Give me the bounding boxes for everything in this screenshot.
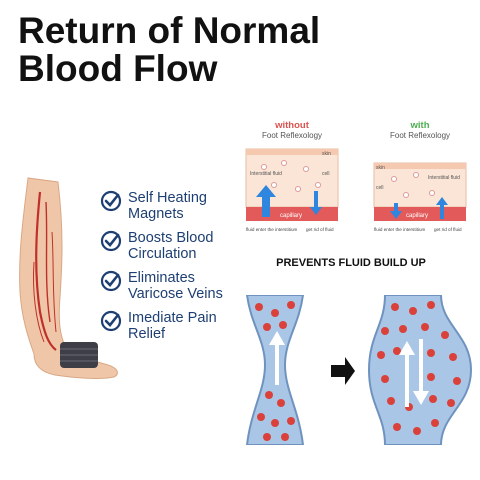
- benefit-line-2: Varicose Veins: [128, 286, 223, 302]
- benefit-line-2: Magnets: [128, 206, 184, 222]
- benefit-line-1: Boosts Blood: [128, 230, 214, 246]
- without-skin-label: skin: [322, 151, 331, 157]
- title-line-2: Blood Flow: [18, 48, 218, 89]
- without-tissue-diagram: skin Interstitial fluid cell capillary f…: [245, 148, 339, 232]
- with-reflexology-panel: with Foot Reflexology skin Interstitial …: [372, 120, 468, 245]
- prevents-heading: PREVENTS FLUID BUILD UP: [276, 257, 426, 269]
- with-tissue-diagram: skin Interstitial fluid cell capillary f…: [373, 162, 467, 232]
- without-reflexology-panel: without Foot Reflexology skin Interstiti…: [244, 120, 340, 245]
- without-subheading: Foot Reflexology: [261, 131, 323, 140]
- without-caption-right: get rid of fluid: [306, 227, 334, 232]
- benefit-line-2: Circulation: [128, 246, 197, 262]
- without-capillary-label: capillary: [280, 213, 302, 219]
- benefit-line-1: Imediate Pain: [128, 310, 217, 326]
- check-circle-icon: [100, 270, 122, 292]
- with-heading: with: [410, 120, 430, 131]
- with-cell-label: cell: [376, 185, 384, 191]
- with-capillary-label: capillary: [406, 213, 428, 219]
- without-heading: without: [275, 120, 309, 131]
- with-subheading: Foot Reflexology: [389, 131, 451, 140]
- benefit-line-2: Relief: [128, 326, 166, 342]
- with-interstitial-label: Interstitial fluid: [428, 175, 460, 181]
- vein-comparison: [245, 295, 473, 445]
- benefit-line-1: Eliminates: [128, 270, 195, 286]
- leg-illustration: [19, 177, 118, 379]
- check-circle-icon: [100, 190, 122, 212]
- arrow-right-icon: [331, 357, 355, 385]
- without-caption-left: fluid enter the interstitium: [246, 227, 297, 232]
- with-skin-label: skin: [376, 165, 385, 171]
- title-line-1: Return of Normal: [18, 10, 321, 51]
- check-circle-icon: [100, 230, 122, 252]
- without-cell-label: cell: [322, 171, 330, 177]
- benefit-line-1: Self Heating: [128, 190, 207, 206]
- with-caption-left: fluid enter the interstitium: [374, 227, 425, 232]
- check-circle-icon: [100, 310, 122, 332]
- with-caption-right: get rid of fluid: [434, 227, 462, 232]
- without-interstitial-label: Interstitial fluid: [250, 171, 282, 177]
- page-title: Return of Normal Blood Flow: [18, 12, 320, 88]
